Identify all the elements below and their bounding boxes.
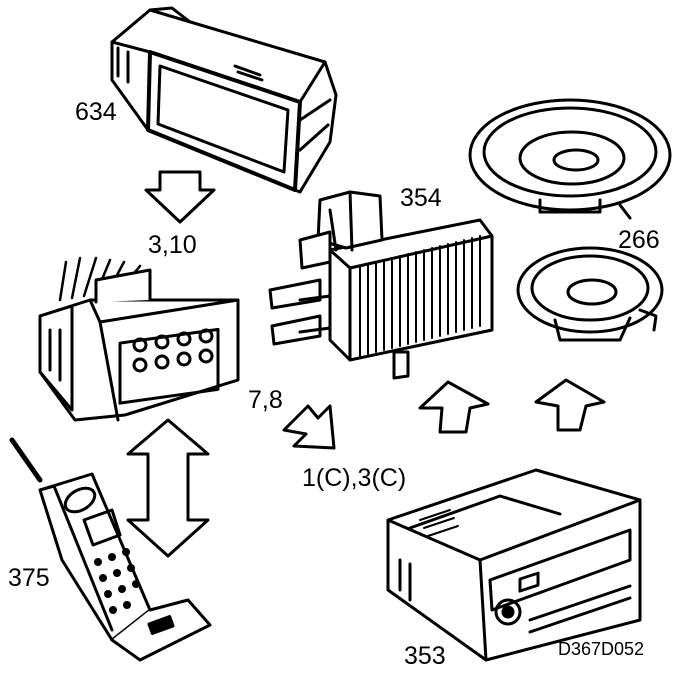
radio-head-unit-353 bbox=[386, 468, 642, 662]
oval-speaker bbox=[468, 98, 672, 220]
label-7-8: 7,8 bbox=[248, 386, 283, 414]
label-1c-3c: 1(C),3(C) bbox=[302, 464, 407, 492]
display-unit-634 bbox=[110, 6, 338, 194]
wiring-connector bbox=[38, 256, 240, 422]
label-266: 266 bbox=[618, 226, 660, 254]
figure-code: D367D052 bbox=[558, 639, 645, 659]
label-353: 353 bbox=[404, 642, 446, 670]
label-375: 375 bbox=[8, 564, 50, 592]
double-arrow bbox=[126, 418, 210, 558]
up-arrow-right bbox=[534, 378, 606, 432]
up-arrow-left bbox=[418, 380, 490, 434]
label-3-10: 3,10 bbox=[148, 231, 197, 259]
label-354: 354 bbox=[400, 184, 442, 212]
diagonal-arrow bbox=[282, 404, 336, 450]
amplifier-354 bbox=[268, 190, 494, 380]
label-634: 634 bbox=[75, 98, 117, 126]
down-arrow bbox=[144, 170, 216, 224]
mobile-phone-375 bbox=[9, 437, 212, 662]
round-speaker bbox=[516, 246, 664, 342]
